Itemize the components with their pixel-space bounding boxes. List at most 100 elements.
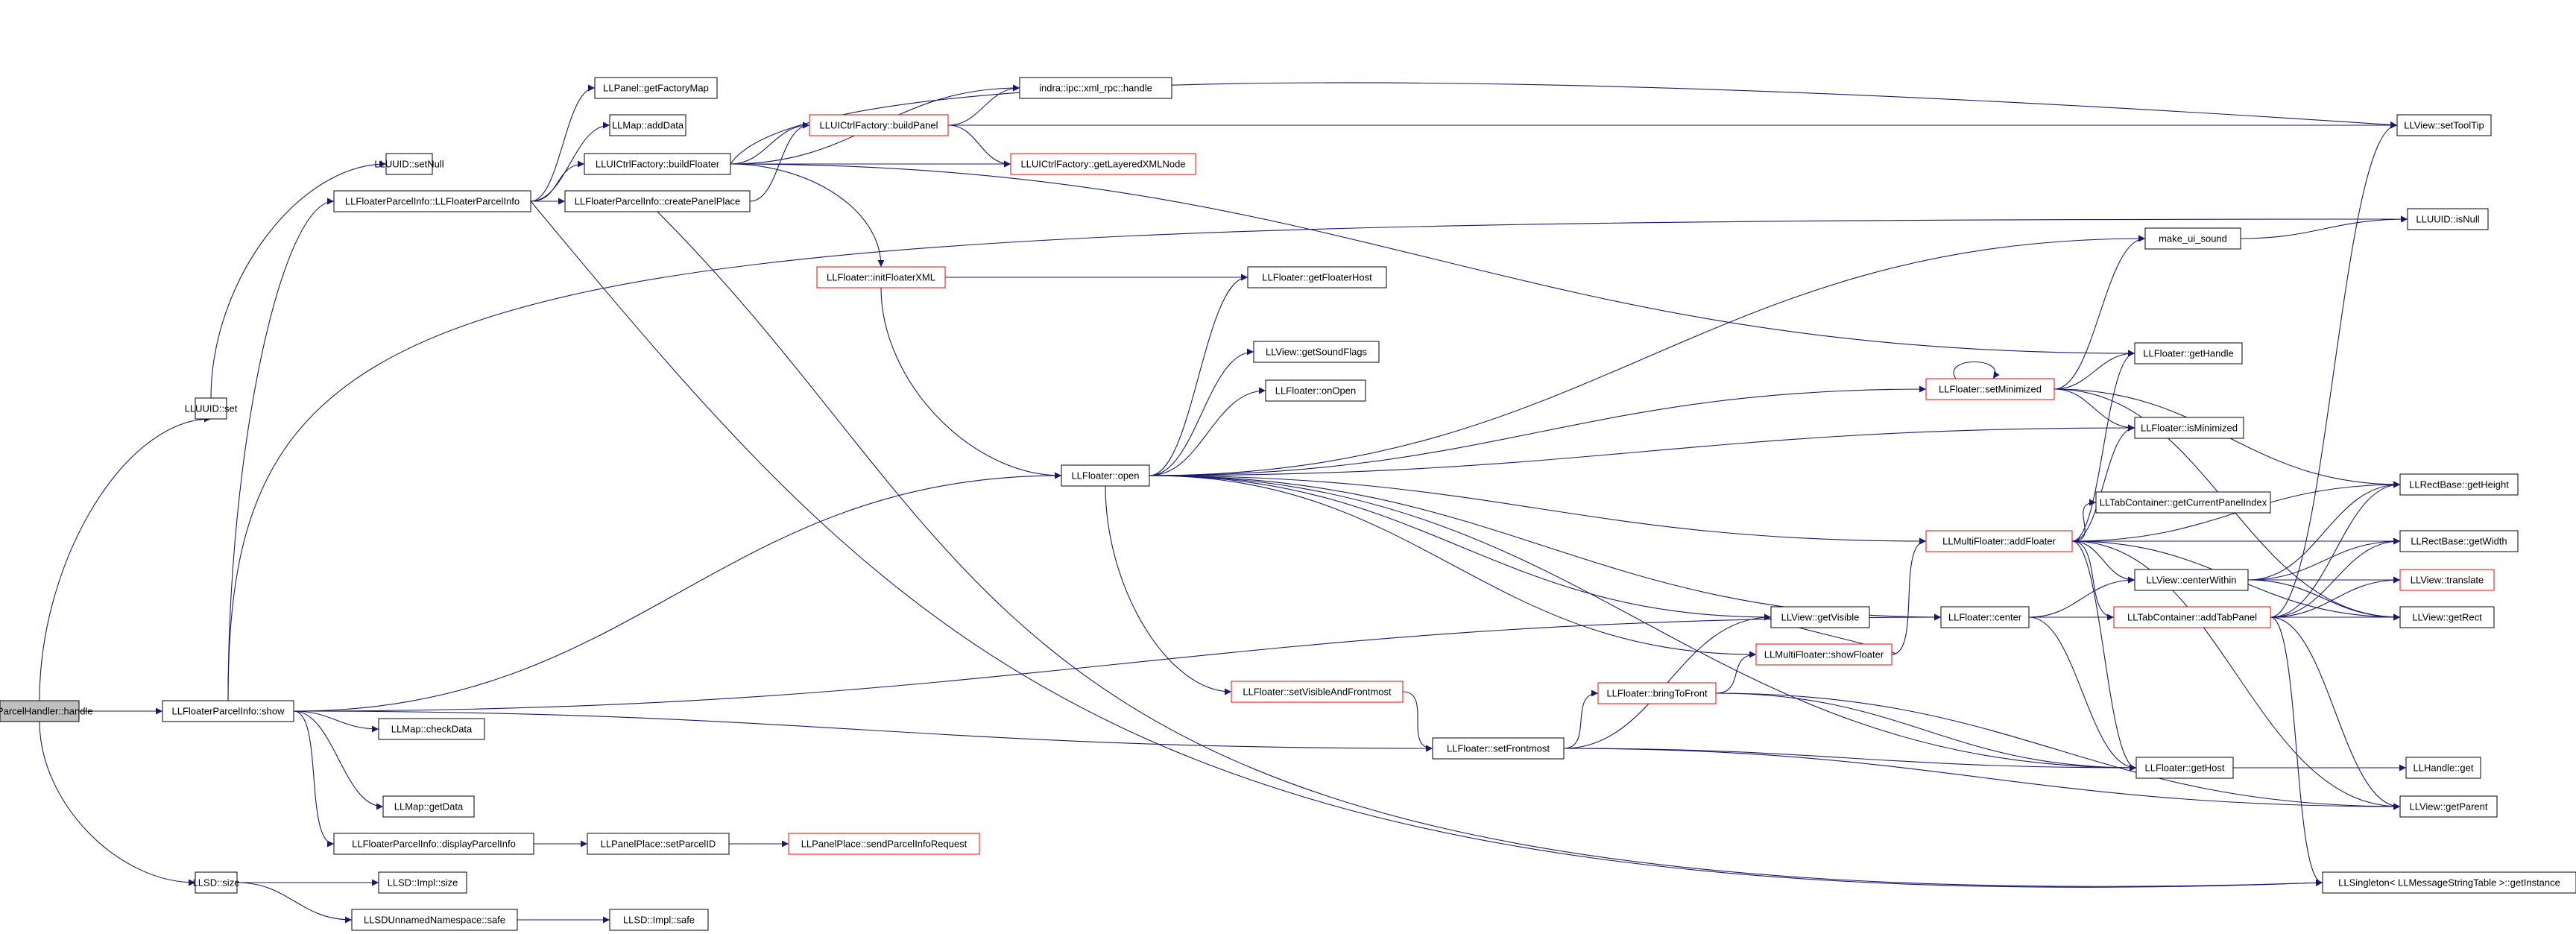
edge-build_floater-to-init_floater_xml bbox=[730, 163, 885, 268]
node-box bbox=[195, 871, 238, 894]
edge-fpi_show-to-display_parcel_info bbox=[293, 710, 335, 848]
node-display-parcel-info[interactable]: LLFloaterParcelInfo::displayParcelInfo bbox=[333, 833, 534, 855]
node-label: LLPanel::getFactoryMap bbox=[603, 83, 709, 94]
node-box bbox=[809, 114, 949, 136]
node-box bbox=[1265, 379, 1366, 402]
node-fpi-show[interactable]: LLFloaterParcelInfo::show bbox=[162, 700, 294, 722]
node-get-floater-host[interactable]: LLFloater::getFloaterHost bbox=[1247, 266, 1387, 288]
edge-set_frontmost-to-get_host bbox=[1563, 748, 2137, 772]
node-label: LLUICtrlFactory::buildFloater bbox=[596, 159, 720, 170]
edge-floater_open-to-is_minimized bbox=[1149, 424, 2135, 476]
edge-fpi_ctor-to-panel_getfactorymap bbox=[530, 84, 596, 202]
node-label: LLUICtrlFactory::buildPanel bbox=[820, 120, 938, 131]
node-get-rect[interactable]: LLView::getRect bbox=[2399, 606, 2495, 628]
node-impl-size[interactable]: LLSD::Impl::size bbox=[378, 871, 467, 894]
node-get-handle[interactable]: LLFloater::getHandle bbox=[2134, 342, 2243, 365]
node-layered-xml[interactable]: LLUICtrlFactory::getLayeredXMLNode bbox=[1010, 153, 1196, 175]
node-sd-safe[interactable]: LLSDUnnamedNamespace::safe bbox=[351, 909, 518, 931]
node-label: LLSD::Impl::safe bbox=[623, 915, 695, 926]
edge-center_within-to-get_height bbox=[2247, 481, 2401, 581]
node-box bbox=[1247, 266, 1387, 288]
node-box bbox=[2134, 569, 2249, 591]
node-label: LLUUID::set bbox=[185, 403, 238, 414]
node-box bbox=[816, 266, 946, 288]
edge-floater_open-to-set_minimized bbox=[1149, 385, 1927, 476]
node-box bbox=[1597, 682, 1717, 704]
node-xml-rpc[interactable]: indra::ipc::xml_rpc::handle bbox=[1019, 77, 1172, 99]
node-uuid-isnull[interactable]: LLUUID::isNull bbox=[2407, 208, 2489, 230]
node-panel-getfactorymap[interactable]: LLPanel::getFactoryMap bbox=[594, 77, 718, 99]
node-map-getdata[interactable]: LLMap::getData bbox=[382, 795, 475, 818]
node-set-minimized[interactable]: LLFloater::setMinimized bbox=[1925, 378, 2055, 400]
edge-floater_open-to-set_visible_frontmost bbox=[1105, 485, 1232, 695]
node-floater-open[interactable]: LLFloater::open bbox=[1061, 464, 1150, 487]
node-center-within[interactable]: LLView::centerWithin bbox=[2134, 569, 2249, 591]
node-fpi-ctor[interactable]: LLFloaterParcelInfo::LLFloaterParcelInfo bbox=[333, 190, 531, 212]
node-label: LLView::translate bbox=[2411, 575, 2484, 586]
node-impl-safe[interactable]: LLSD::Impl::safe bbox=[609, 909, 709, 931]
node-get-height[interactable]: LLRectBase::getHeight bbox=[2399, 473, 2519, 496]
edge-set_minimized-to-get_handle bbox=[2053, 350, 2135, 390]
node-uuid-setnull[interactable]: LLUUID::setNull bbox=[374, 153, 444, 175]
edge-floater_open-to-get_sound_flags bbox=[1149, 348, 1254, 476]
node-parcel-handler[interactable]: LLParcelHandler::handle bbox=[0, 700, 93, 722]
node-label: LLFloater::open bbox=[1071, 470, 1139, 482]
node-set-tooltip[interactable]: LLView::setToolTip bbox=[2396, 114, 2492, 136]
node-add-tab-panel[interactable]: LLTabContainer::addTabPanel bbox=[2113, 606, 2271, 628]
edge-fpi_ctor-to-map_adddata bbox=[530, 122, 610, 202]
edge-add_floater-to-get_parent bbox=[2071, 540, 2401, 810]
node-singleton-getinstance[interactable]: LLSingleton< LLMessageStringTable >::get… bbox=[2322, 871, 2576, 894]
edge-add_floater-to-add_tab_panel bbox=[2071, 540, 2115, 621]
call-edges bbox=[39, 82, 2408, 924]
node-llsd-size[interactable]: LLSD::size bbox=[193, 871, 240, 894]
node-get-current-panel-index[interactable]: LLTabContainer::getCurrentPanelIndex bbox=[2095, 491, 2271, 514]
node-uuid-set[interactable]: LLUUID::set bbox=[185, 397, 238, 420]
node-set-frontmost[interactable]: LLFloater::setFrontmost bbox=[1432, 737, 1565, 760]
node-init-floater-xml[interactable]: LLFloater::initFloaterXML bbox=[816, 266, 946, 288]
node-label: LLView::getSoundFlags bbox=[1266, 347, 1368, 358]
node-box bbox=[1019, 77, 1172, 99]
node-add-floater[interactable]: LLMultiFloater::addFloater bbox=[1925, 530, 2073, 552]
node-floater-center[interactable]: LLFloater::center bbox=[1940, 606, 2030, 628]
node-make-ui-sound[interactable]: make_ui_sound bbox=[2144, 227, 2241, 250]
node-set-parcel-id[interactable]: LLPanelPlace::setParcelID bbox=[587, 833, 730, 855]
node-get-width[interactable]: LLRectBase::getWidth bbox=[2399, 530, 2519, 552]
node-translate[interactable]: LLView::translate bbox=[2399, 569, 2495, 591]
node-set-visible-frontmost[interactable]: LLFloater::setVisibleAndFrontmost bbox=[1231, 681, 1404, 703]
edge-add_floater-to-get_current_panel_index bbox=[2071, 499, 2097, 542]
node-get-host[interactable]: LLFloater::getHost bbox=[2135, 757, 2234, 779]
node-map-checkdata[interactable]: LLMap::checkData bbox=[378, 718, 485, 740]
node-label: LLMultiFloater::showFloater bbox=[1764, 649, 1884, 660]
node-show-floater[interactable]: LLMultiFloater::showFloater bbox=[1755, 643, 1892, 666]
node-box bbox=[2399, 606, 2495, 628]
node-box bbox=[378, 718, 485, 740]
edge-set_frontmost-to-bring_to_front bbox=[1563, 690, 1599, 749]
node-box bbox=[609, 114, 686, 136]
node-is-minimized[interactable]: LLFloater::isMinimized bbox=[2134, 417, 2244, 439]
node-box bbox=[1925, 530, 2073, 552]
node-box bbox=[1755, 643, 1892, 666]
node-box bbox=[333, 190, 531, 212]
edge-fpi_ctor-to-singleton_getinstance bbox=[530, 201, 2323, 888]
edge-floater_open-to-get_host bbox=[1149, 475, 2137, 772]
edge-fpi_show-to-set_frontmost bbox=[293, 710, 1433, 752]
node-map-adddata[interactable]: LLMap::addData bbox=[609, 114, 686, 136]
edge-add_floater-to-is_minimized bbox=[2071, 424, 2135, 542]
node-build-floater[interactable]: LLUICtrlFactory::buildFloater bbox=[584, 153, 731, 175]
node-build-panel[interactable]: LLUICtrlFactory::buildPanel bbox=[809, 114, 949, 136]
node-get-parent[interactable]: LLView::getParent bbox=[2399, 795, 2498, 818]
node-bring-to-front[interactable]: LLFloater::bringToFront bbox=[1597, 682, 1717, 704]
node-box bbox=[587, 833, 730, 855]
edge-fpi_show-to-fpi_ctor bbox=[227, 198, 335, 701]
node-get-visible[interactable]: LLView::getVisible bbox=[1770, 606, 1870, 628]
edge-add_tab_panel-to-get_width bbox=[2270, 537, 2401, 618]
node-box bbox=[584, 153, 731, 175]
node-handle-get[interactable]: LLHandle::get bbox=[2405, 757, 2481, 779]
node-send-parcel-info[interactable]: LLPanelPlace::sendParcelInfoRequest bbox=[788, 833, 980, 855]
node-get-sound-flags[interactable]: LLView::getSoundFlags bbox=[1253, 341, 1380, 363]
node-create-panel-place[interactable]: LLFloaterParcelInfo::createPanelPlace bbox=[564, 190, 751, 212]
node-box bbox=[2322, 871, 2576, 894]
node-on-open[interactable]: LLFloater::onOpen bbox=[1265, 379, 1366, 402]
node-label: LLFloater::setMinimized bbox=[1939, 384, 2042, 395]
